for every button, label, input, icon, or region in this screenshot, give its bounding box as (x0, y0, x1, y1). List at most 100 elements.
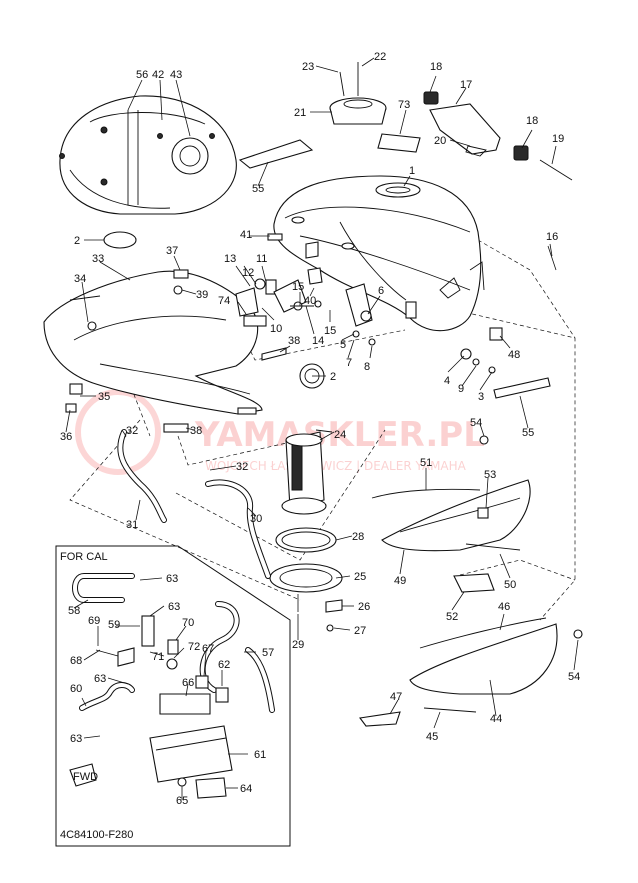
callout: 74 (218, 295, 230, 307)
callout: 3 (478, 391, 484, 403)
callout: 4 (444, 375, 450, 387)
callout: 63 (166, 573, 178, 585)
callout: 18 (430, 61, 442, 73)
diagram-code: 4C84100-F280 (60, 829, 133, 841)
callout: 23 (302, 61, 314, 73)
callout: 70 (182, 617, 194, 629)
bracket-assembly (423, 91, 573, 181)
callout: 31 (126, 519, 138, 531)
tank-underside (59, 95, 237, 215)
callout: 50 (504, 579, 516, 591)
callout: 48 (508, 349, 520, 361)
callout: 49 (394, 575, 406, 587)
callout: 54 (568, 671, 580, 683)
callout: 32 (236, 461, 248, 473)
california-inset: FOR CAL FWD (55, 545, 291, 847)
callout: 65 (176, 795, 188, 807)
callout: 15 (292, 281, 304, 293)
callout: 5 (340, 339, 346, 351)
callout: 37 (166, 245, 178, 257)
callout: 29 (292, 639, 304, 651)
callout: 20 (434, 135, 446, 147)
inset-label: FOR CAL (60, 551, 108, 563)
callout: 36 (60, 431, 72, 443)
callout: 14 (312, 335, 324, 347)
callout: 40 (304, 295, 316, 307)
watermark: YAMASKLER.PL WOJCIECH ŁASZKIEWICZ | DEAL… (75, 389, 485, 475)
callout: 10 (270, 323, 282, 335)
callout: 47 (390, 691, 402, 703)
callout: 21 (294, 107, 306, 119)
callout: 56 (136, 69, 148, 81)
callout: 27 (354, 625, 366, 637)
callout: 67 (202, 643, 214, 655)
callout: 38 (288, 335, 300, 347)
callout: 35 (98, 391, 110, 403)
callout: 72 (188, 641, 200, 653)
callout: 11 (256, 253, 267, 265)
callout: 54 (470, 417, 482, 429)
callout: 33 (92, 253, 104, 265)
callout: 63 (168, 601, 180, 613)
callout: 22 (374, 51, 386, 63)
callout: 16 (546, 231, 558, 243)
callout: 45 (426, 731, 438, 743)
callout: 26 (358, 601, 370, 613)
side-cover-left (43, 270, 263, 433)
callout: 24 (334, 429, 346, 441)
callout: 43 (170, 69, 182, 81)
pad-upper (238, 139, 314, 169)
callout: 8 (364, 361, 370, 373)
callout: 44 (490, 713, 502, 725)
callout: 17 (460, 79, 472, 91)
callout: 68 (70, 655, 82, 667)
callout: 19 (552, 133, 564, 145)
callout: 52 (446, 611, 458, 623)
callout: 25 (354, 571, 366, 583)
callout: 39 (196, 289, 208, 301)
callout: 2 (74, 235, 80, 247)
callout: 42 (152, 69, 164, 81)
callout: 18 (526, 115, 538, 127)
callout: 55 (522, 427, 534, 439)
lower-cover-right (359, 617, 583, 727)
callout: 57 (262, 647, 274, 659)
mount-parts (65, 233, 503, 413)
callout: 62 (218, 659, 230, 671)
flange (269, 563, 343, 593)
watermark-tagline: WOJCIECH ŁASZKIEWICZ | DEALER YAMAHA (205, 459, 467, 473)
callout: 61 (254, 749, 266, 761)
leader-lines (65, 57, 579, 800)
callouts: 1 2 2 3 4 5 6 7 8 9 10 11 12 13 14 15 15… (60, 51, 580, 807)
callout: 51 (420, 457, 432, 469)
callout: 34 (74, 273, 86, 285)
callout: 60 (70, 683, 82, 695)
callout: 64 (240, 783, 252, 795)
callout: 30 (250, 513, 262, 525)
callout: 69 (88, 615, 100, 627)
callout: 7 (346, 357, 352, 369)
ring-2-upper (103, 231, 137, 249)
pad-right (493, 377, 551, 399)
fuel-pump (281, 429, 333, 515)
callout: 63 (70, 733, 82, 745)
callout: 38 (190, 425, 202, 437)
fuel-tank (273, 175, 485, 332)
bolt-16 (547, 245, 557, 271)
callout: 73 (398, 99, 410, 111)
callout: 1 (409, 165, 415, 177)
callout: 28 (352, 531, 364, 543)
callout: 66 (182, 677, 194, 689)
callout: 63 (94, 673, 106, 685)
callout: 12 (242, 267, 254, 279)
callout: 6 (378, 285, 384, 297)
callout: 13 (224, 253, 236, 265)
side-cover-right (371, 435, 531, 593)
fuel-cap (329, 62, 387, 125)
callout: 58 (68, 605, 80, 617)
callout: 9 (458, 383, 464, 395)
hoses (117, 429, 271, 579)
callout: 46 (498, 601, 510, 613)
callout: 41 (240, 229, 252, 241)
